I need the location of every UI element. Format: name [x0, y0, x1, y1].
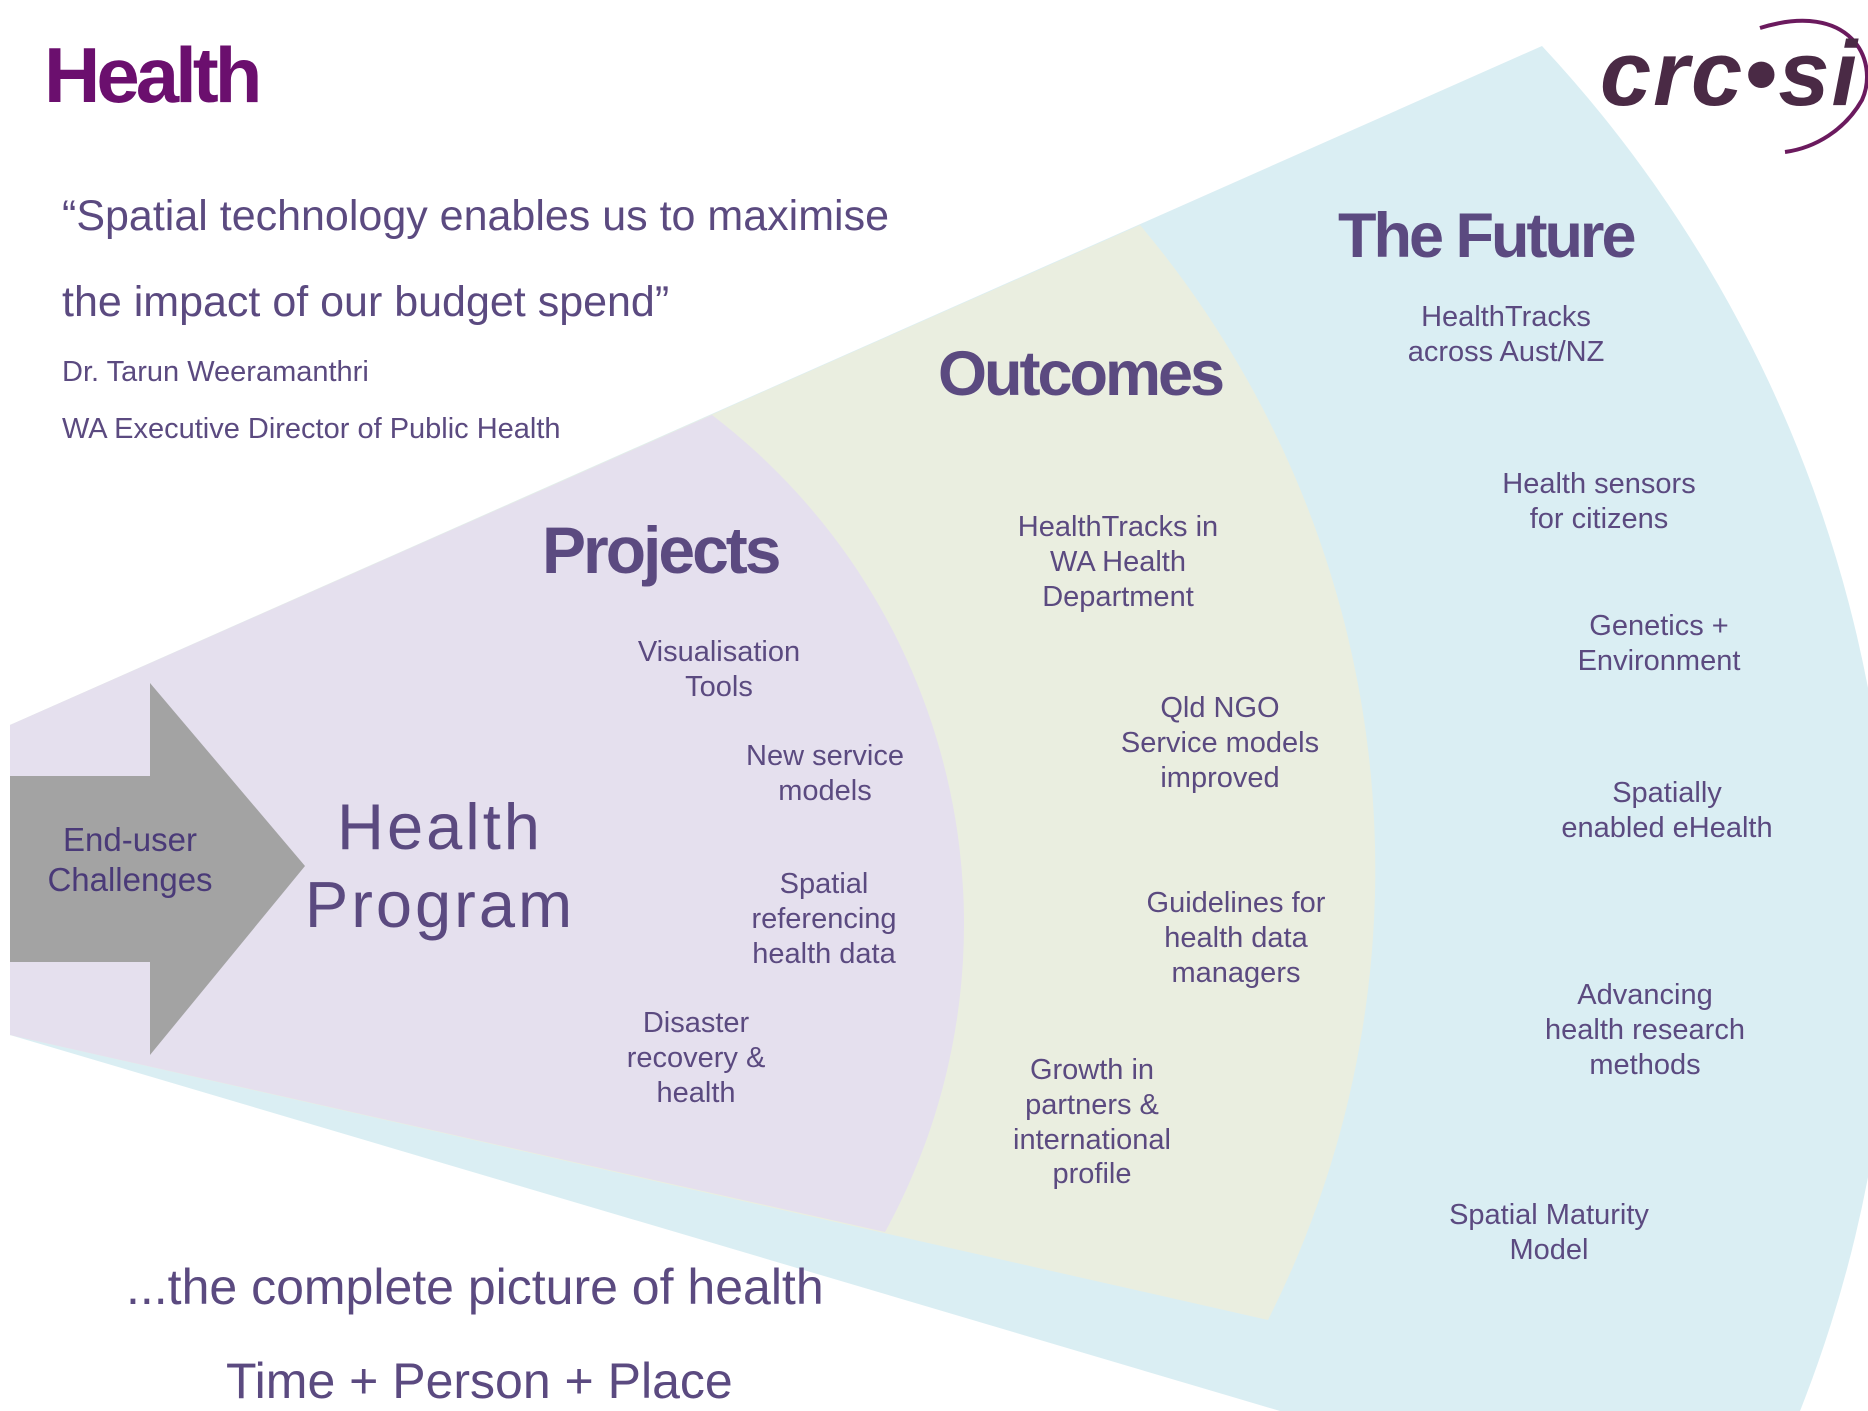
footer-line-2: Time + Person + Place	[226, 1353, 733, 1409]
quote-role: WA Executive Director of Public Health	[62, 413, 561, 445]
page-title: Health	[44, 31, 262, 119]
footer-line-1: ...the complete picture of health	[126, 1259, 824, 1315]
projects-item: Visualisation Tools	[637, 636, 801, 703]
future-item: Spatial Maturity Model	[1449, 1199, 1649, 1266]
future-title: The Future	[1338, 201, 1636, 271]
future-item: Advancing health research methods	[1545, 979, 1745, 1081]
outcomes-item: Qld NGO Service models improved	[1120, 692, 1320, 794]
quote-author: Dr. Tarun Weeramanthri	[62, 356, 369, 388]
future-item: Health sensors for citizens	[1502, 468, 1696, 535]
projects-band	[10, 415, 965, 1232]
outcomes-item: Growth in partners & international profi…	[1013, 1054, 1171, 1191]
quote-line-1: “Spatial technology enables us to maximi…	[62, 192, 889, 240]
projects-item: Spatial referencing health data	[751, 868, 897, 970]
outcomes-title: Outcomes	[938, 339, 1225, 409]
quote-line-2: the impact of our budget spend”	[62, 278, 670, 326]
outcomes-item: HealthTracks in WA Health Department	[1017, 511, 1219, 613]
future-item: Spatially enabled eHealth	[1561, 777, 1773, 844]
future-item: Genetics + Environment	[1577, 610, 1741, 677]
future-item: HealthTracks across Aust/NZ	[1407, 301, 1605, 368]
arrow-label: End-user Challenges	[47, 821, 213, 898]
outcomes-item: Guidelines for health data managers	[1146, 887, 1326, 989]
logo-swoosh	[1759, 18, 1868, 154]
projects-item: Disaster recovery & health	[626, 1007, 766, 1109]
projects-title: Projects	[542, 513, 781, 587]
center-label: Health Program	[304, 790, 576, 941]
projects-item: New service models	[746, 740, 904, 807]
crcsi-logo: crc•si	[1600, 23, 1860, 125]
end-user-arrow	[10, 683, 305, 1055]
